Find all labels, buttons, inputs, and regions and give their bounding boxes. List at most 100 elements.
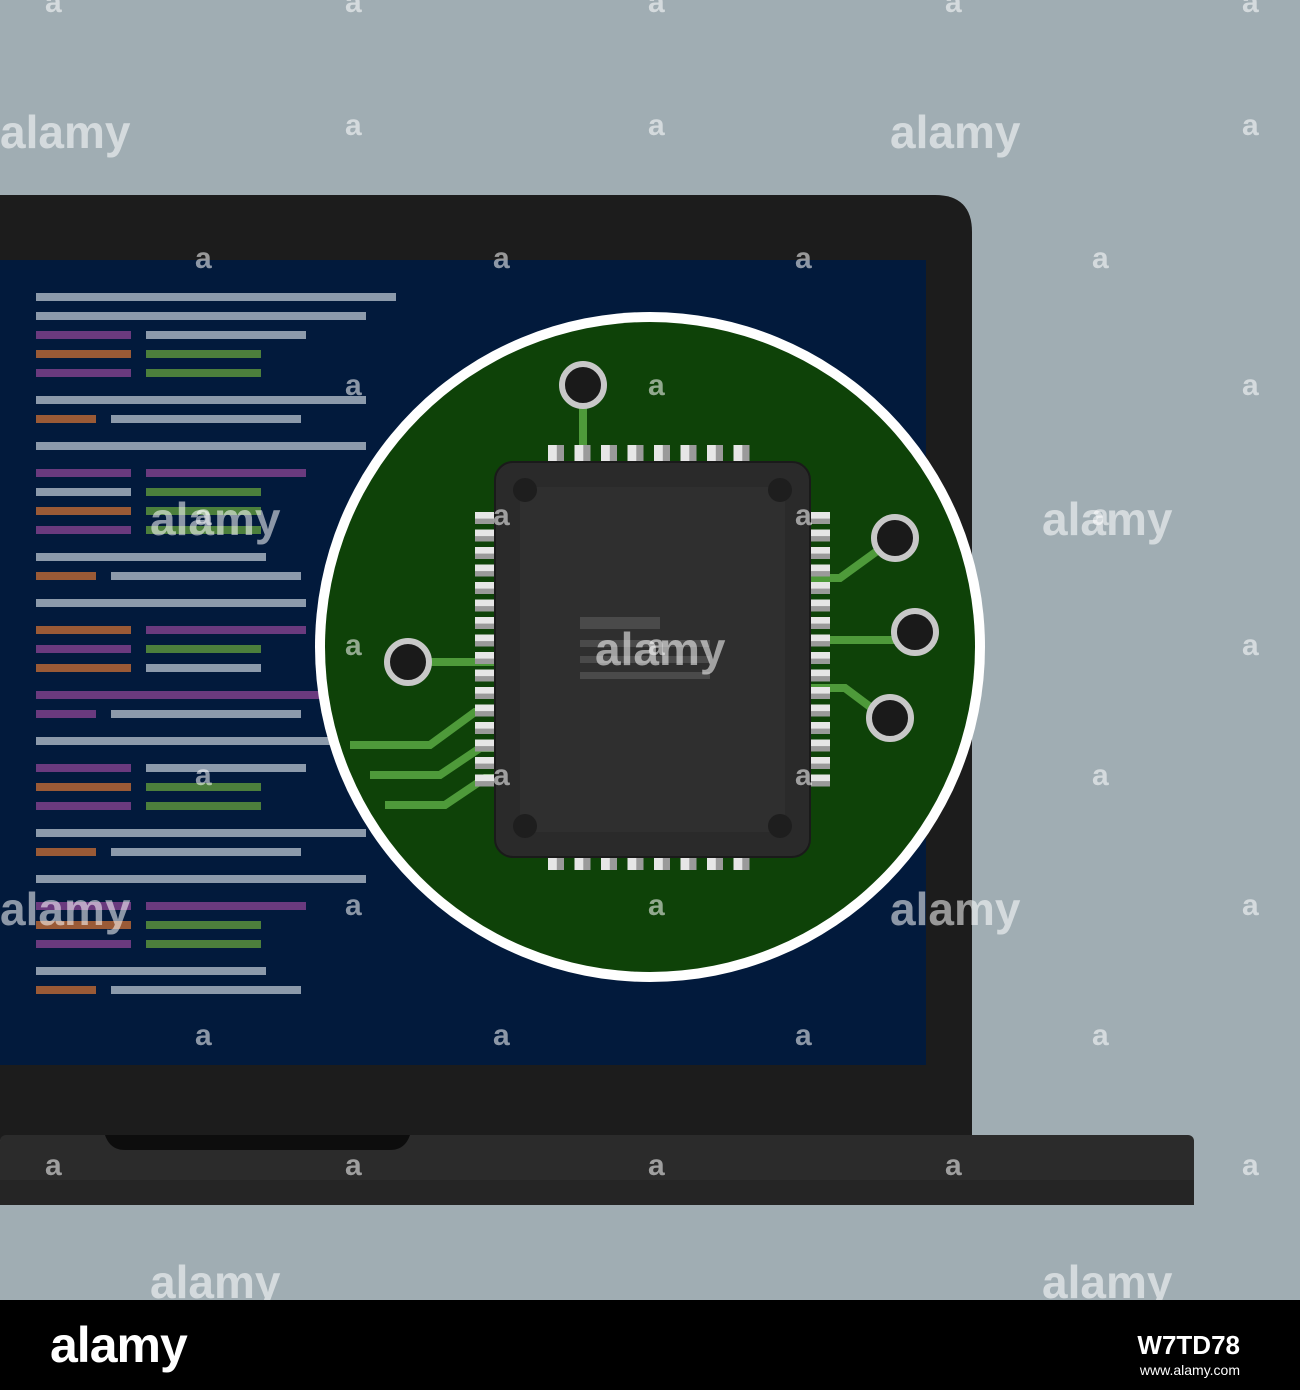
watermark-logo: alamy [150, 493, 281, 545]
code-line-segment [36, 940, 131, 948]
code-line-segment [146, 488, 261, 496]
watermark-mark: a [945, 1149, 962, 1182]
watermark-logo: alamy [0, 883, 131, 935]
watermark-mark: a [1242, 1149, 1259, 1182]
watermark-mark: a [795, 242, 812, 275]
watermark-mark: a [1242, 0, 1259, 19]
code-line-segment [36, 691, 366, 699]
watermark-mark: a [345, 0, 362, 19]
watermark-mark: a [195, 499, 212, 532]
code-line-segment [36, 921, 131, 929]
code-line-segment [146, 921, 261, 929]
code-line-segment [146, 469, 306, 477]
watermark-logo: alamy [150, 1256, 281, 1300]
code-line-segment [146, 940, 261, 948]
watermark-mark: a [45, 0, 62, 19]
watermark-mark: a [1242, 889, 1259, 922]
watermark-logo: alamy [1042, 493, 1173, 545]
watermark-mark: a [648, 369, 665, 402]
code-line-segment [36, 488, 131, 496]
code-line-segment [36, 783, 131, 791]
watermark-mark: a [345, 109, 362, 142]
code-line-segment [146, 331, 306, 339]
laptop-base-edge [0, 1180, 1194, 1205]
watermark-mark: a [345, 889, 362, 922]
code-line-segment [111, 848, 301, 856]
code-line-segment [146, 802, 261, 810]
watermark-logo: alamy [0, 106, 131, 158]
watermark-mark: a [1092, 242, 1109, 275]
code-line-segment [146, 507, 261, 515]
watermark-mark: a [648, 109, 665, 142]
code-line-segment [36, 442, 366, 450]
watermark-mark: a [795, 1019, 812, 1052]
watermark-mark: a [195, 242, 212, 275]
watermark-mark: a [1242, 109, 1259, 142]
code-line-segment [36, 848, 96, 856]
code-editor-lines [36, 293, 396, 994]
code-line-segment [36, 875, 366, 883]
code-line-segment [36, 664, 131, 672]
code-line-segment [36, 553, 266, 561]
code-line-segment [36, 369, 131, 377]
watermark-mark: a [795, 759, 812, 792]
chip-label-lines [580, 617, 710, 679]
footer-url: www.alamy.com [1139, 1362, 1240, 1378]
code-line-segment [36, 293, 396, 301]
circuit-pads [384, 361, 939, 742]
code-line-segment [146, 645, 261, 653]
code-line-segment [36, 645, 131, 653]
watermark-mark: a [493, 759, 510, 792]
watermark-mark: a [45, 1149, 62, 1182]
code-line-segment [36, 507, 131, 515]
code-line-segment [36, 350, 131, 358]
code-line-segment [36, 829, 366, 837]
watermark-mark: a [648, 1149, 665, 1182]
watermark-mark: a [648, 889, 665, 922]
code-line-segment [146, 350, 261, 358]
code-line-segment [36, 764, 131, 772]
watermark-mark: a [945, 0, 962, 19]
code-line-segment [36, 710, 96, 718]
footer-image-id: W7TD78 [1137, 1330, 1240, 1360]
watermark-mark: a [345, 629, 362, 662]
code-line-segment [111, 986, 301, 994]
code-line-segment [146, 526, 261, 534]
code-line-segment [111, 710, 301, 718]
code-line-segment [36, 626, 131, 634]
code-line-segment [36, 802, 131, 810]
code-line-segment [146, 783, 261, 791]
watermark-overlay: alamy alamy alamy alamy alamy alamy alam… [0, 106, 1173, 1300]
footer-logo: alamy [50, 1317, 188, 1373]
code-line-segment [36, 415, 96, 423]
code-line-segment [36, 967, 266, 975]
code-line-segment [36, 312, 366, 320]
code-line-segment [146, 369, 261, 377]
watermark-mark: a [345, 369, 362, 402]
code-line-segment [146, 664, 261, 672]
code-line-segment [36, 396, 366, 404]
code-line-segment [146, 902, 306, 910]
watermark-mark: a [648, 629, 665, 662]
code-line-segment [146, 764, 306, 772]
chip-corner-dots [513, 478, 792, 838]
code-line-segment [36, 902, 131, 910]
watermark-mark: a [795, 499, 812, 532]
watermark-mark: a [648, 0, 665, 19]
code-line-segment [36, 572, 96, 580]
code-line-segment [111, 572, 301, 580]
code-line-segment [36, 331, 131, 339]
code-line-segment [36, 599, 306, 607]
laptop-notch [105, 1135, 410, 1150]
code-line-segment [36, 737, 366, 745]
watermark-mark: a [1092, 1019, 1109, 1052]
laptop-microchip-illustration: alamy alamy alamy alamy alamy alamy alam… [0, 0, 1259, 1300]
watermark-mark: a [195, 1019, 212, 1052]
code-line-segment [36, 526, 131, 534]
code-line-segment [146, 626, 306, 634]
stock-footer-bar: alamy W7TD78 www.alamy.com [0, 1300, 1300, 1390]
watermark-logo: alamy [595, 623, 726, 675]
watermark-logo: alamy [890, 106, 1021, 158]
watermark-mark: a [1242, 369, 1259, 402]
